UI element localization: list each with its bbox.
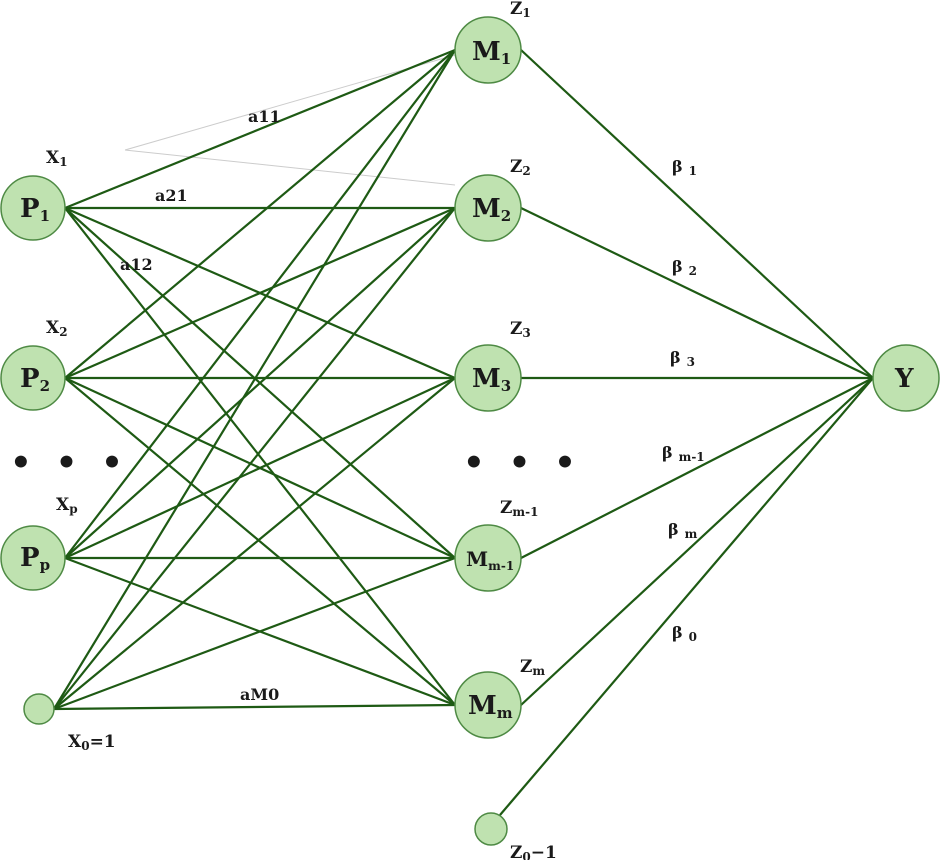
input-hidden-edge bbox=[64, 206, 456, 380]
node-label: Mm bbox=[468, 691, 513, 722]
hidden-var-label-zm: Zm bbox=[520, 657, 545, 678]
bias-input-node bbox=[23, 693, 55, 725]
weight-label-a21: a21 bbox=[155, 186, 188, 205]
hidden-output-edge bbox=[520, 207, 874, 379]
node-label: P1 bbox=[20, 194, 50, 225]
input-var-label-x2: X2 bbox=[46, 318, 68, 339]
node-circle bbox=[454, 671, 522, 739]
node-circle bbox=[0, 345, 66, 411]
node-circle bbox=[0, 175, 66, 241]
faint-line bbox=[124, 54, 456, 151]
input-hidden-edge bbox=[64, 207, 456, 706]
input-hidden-edge bbox=[53, 377, 456, 710]
node-label: Pp bbox=[20, 543, 50, 574]
input-hidden-edge bbox=[64, 377, 456, 559]
node-label: M3 bbox=[472, 364, 511, 395]
hidden-ellipsis: • • • bbox=[463, 443, 582, 483]
input-hidden-edge bbox=[64, 377, 456, 706]
node-circle bbox=[454, 344, 522, 412]
hidden-node-m1: M1 bbox=[454, 16, 522, 84]
hidden-node-mm: Mm bbox=[454, 671, 522, 739]
node-circle bbox=[0, 525, 66, 591]
input-hidden-edge bbox=[53, 207, 456, 710]
input-hidden-edge bbox=[64, 48, 456, 210]
node-label: M2 bbox=[472, 194, 511, 225]
input-var-label-x1: X1 bbox=[46, 148, 68, 169]
node-circle bbox=[474, 812, 508, 846]
input-ellipsis: • • • bbox=[10, 443, 129, 483]
bias-hidden-label: Z0−1 bbox=[510, 843, 557, 860]
node-label: Mm-1 bbox=[466, 547, 514, 573]
input-hidden-edge bbox=[53, 703, 456, 711]
weight-label-am0: aM0 bbox=[240, 685, 279, 704]
hidden-node-m3: M3 bbox=[454, 344, 522, 412]
hidden-output-edge bbox=[520, 49, 874, 379]
node-label: M1 bbox=[472, 37, 511, 68]
node-label: Y bbox=[894, 364, 914, 394]
node-circle bbox=[454, 16, 522, 84]
hidden-output-edge bbox=[520, 377, 874, 706]
input-node-p1: P1 bbox=[0, 175, 66, 241]
input-var-label-xp: Xp bbox=[56, 495, 78, 516]
input-node-p2: P2 bbox=[0, 345, 66, 411]
hidden-output-edge bbox=[520, 377, 874, 559]
bias-hidden-node bbox=[474, 812, 508, 846]
faint-lines bbox=[124, 54, 456, 186]
node-circle bbox=[23, 693, 55, 725]
input-hidden-edge bbox=[53, 49, 456, 710]
bias-input-label: X0=1 bbox=[68, 732, 116, 753]
input-node-pp: Pp bbox=[0, 525, 66, 591]
hidden-node-m2: M2 bbox=[454, 174, 522, 242]
input-hidden-edge bbox=[64, 49, 456, 559]
hidden-node-m-minus-1: Mm-1 bbox=[454, 524, 522, 592]
hidden-var-label-zm-1: Zm-1 bbox=[500, 498, 538, 519]
hidden-var-label-z3: Z3 bbox=[510, 319, 531, 340]
node-circle bbox=[872, 344, 940, 412]
output-node-y: Y bbox=[872, 344, 940, 412]
weight-label-a11: a11 bbox=[248, 107, 281, 126]
input-hidden-edge bbox=[53, 556, 456, 711]
node-circle bbox=[454, 524, 522, 592]
hidden-var-label-z2: Z2 bbox=[510, 157, 531, 178]
node-label: P2 bbox=[20, 364, 50, 395]
input-hidden-edge bbox=[64, 49, 456, 379]
faint-line bbox=[124, 149, 456, 186]
weight-label-a12: a12 bbox=[120, 255, 153, 274]
connections bbox=[53, 48, 874, 816]
input-hidden-edge bbox=[64, 207, 456, 559]
hidden-var-label-z1: Z1 bbox=[510, 0, 531, 20]
node-circle bbox=[454, 174, 522, 242]
bias-output-edge bbox=[499, 377, 874, 816]
